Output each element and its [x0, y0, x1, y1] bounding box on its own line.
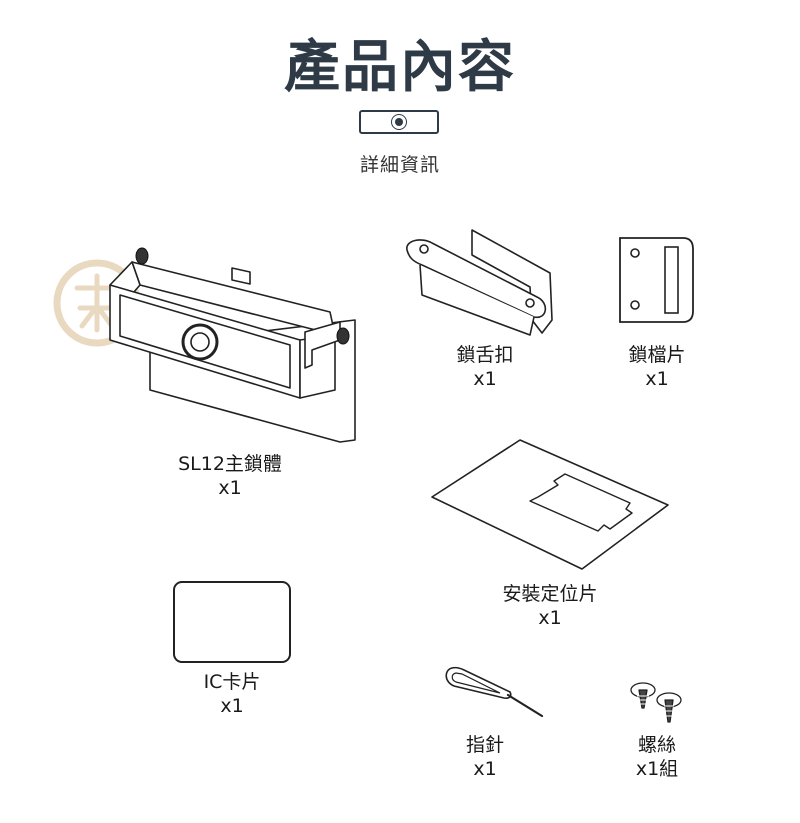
ic-card-illustration — [173, 581, 291, 663]
template-sheet-illustration — [431, 439, 669, 570]
strike-plate-illustration — [619, 237, 694, 323]
item-name: 指針 — [465, 734, 504, 756]
item-name: 螺絲 — [637, 734, 676, 756]
item-label-main-lock: SL12主鎖體 x1 — [140, 452, 320, 500]
item-label-template: 安裝定位片 x1 — [470, 582, 630, 630]
lock-body-illustration — [109, 247, 356, 443]
item-qty: x1 — [220, 695, 244, 717]
lock-bracket-illustration — [406, 229, 553, 336]
item-name: SL12主鎖體 — [178, 453, 282, 475]
item-qty: x1 — [473, 368, 497, 390]
item-name: 安裝定位片 — [502, 583, 598, 605]
item-label-strike-plate: 鎖檔片 x1 — [597, 343, 717, 391]
eject-pin-illustration — [445, 666, 544, 718]
item-qty: x1組 — [635, 758, 679, 780]
item-name: IC卡片 — [203, 671, 261, 693]
item-label-bracket: 鎖舌扣 x1 — [425, 343, 545, 391]
page-title: 產品內容 — [284, 35, 516, 100]
detail-toggle[interactable] — [359, 110, 439, 134]
item-name: 鎖舌扣 — [456, 344, 514, 366]
item-name: 鎖檔片 — [628, 344, 686, 366]
item-qty: x1 — [538, 607, 562, 629]
screws-illustration — [630, 682, 682, 723]
page-subtitle: 詳細資訊 — [359, 154, 440, 176]
toggle-knob-icon — [391, 114, 407, 130]
item-qty: x1 — [473, 758, 497, 780]
item-qty: x1 — [218, 477, 242, 499]
item-label-screws: 螺絲 x1組 — [597, 733, 717, 781]
item-qty: x1 — [645, 368, 669, 390]
item-label-ic-card: IC卡片 x1 — [172, 670, 292, 718]
item-label-eject-pin: 指針 x1 — [425, 733, 545, 781]
